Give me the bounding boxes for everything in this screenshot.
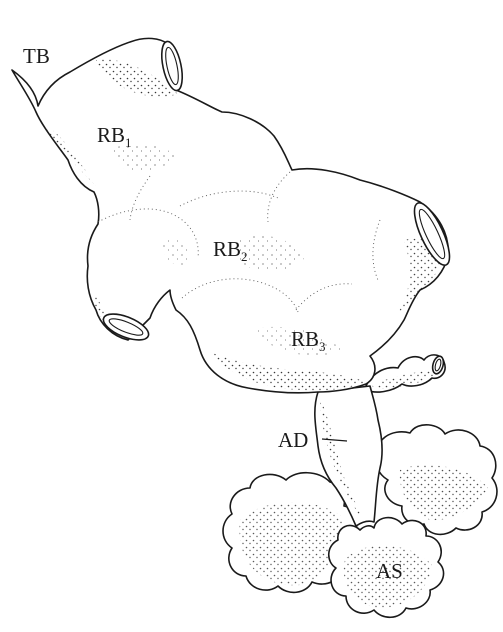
label-rb1-sub: 1: [125, 135, 132, 150]
label-rb1-base: RB: [97, 123, 125, 147]
label-rb2-sub: 2: [241, 249, 248, 264]
label-rb3-sub: 3: [319, 339, 326, 354]
label-rb2-base: RB: [213, 237, 241, 261]
label-as: AS: [376, 559, 403, 583]
bronchiole-body: [12, 38, 448, 392]
small-alveolar-duct-branch: [365, 355, 445, 392]
label-tb: TB: [23, 44, 50, 68]
label-rb3-base: RB: [291, 327, 319, 351]
label-ad: AD: [278, 428, 308, 452]
